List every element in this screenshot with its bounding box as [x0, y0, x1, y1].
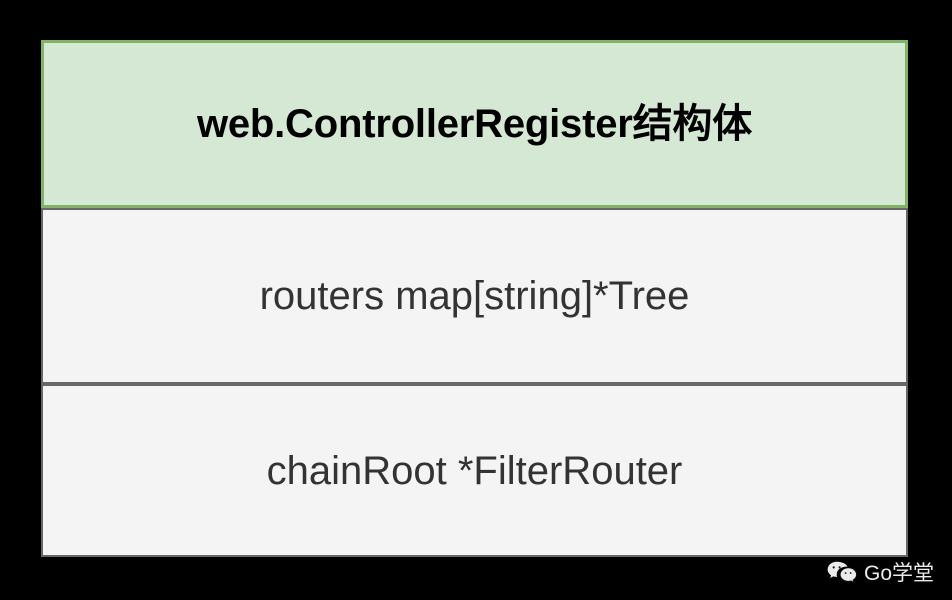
watermark: Go学堂: [827, 560, 934, 586]
struct-field-row: chainRoot *FilterRouter: [41, 384, 908, 557]
struct-title: web.ControllerRegister结构体: [196, 102, 753, 146]
watermark-label: Go学堂: [863, 561, 934, 585]
struct-header-cell: web.ControllerRegister结构体: [41, 40, 908, 208]
struct-field-label: chainRoot *FilterRouter: [266, 448, 683, 493]
struct-field-label: routers map[string]*Tree: [259, 274, 690, 318]
struct-field-row: routers map[string]*Tree: [41, 208, 908, 384]
wechat-icon: [827, 560, 857, 586]
struct-diagram: web.ControllerRegister结构体 routers map[st…: [41, 40, 908, 557]
